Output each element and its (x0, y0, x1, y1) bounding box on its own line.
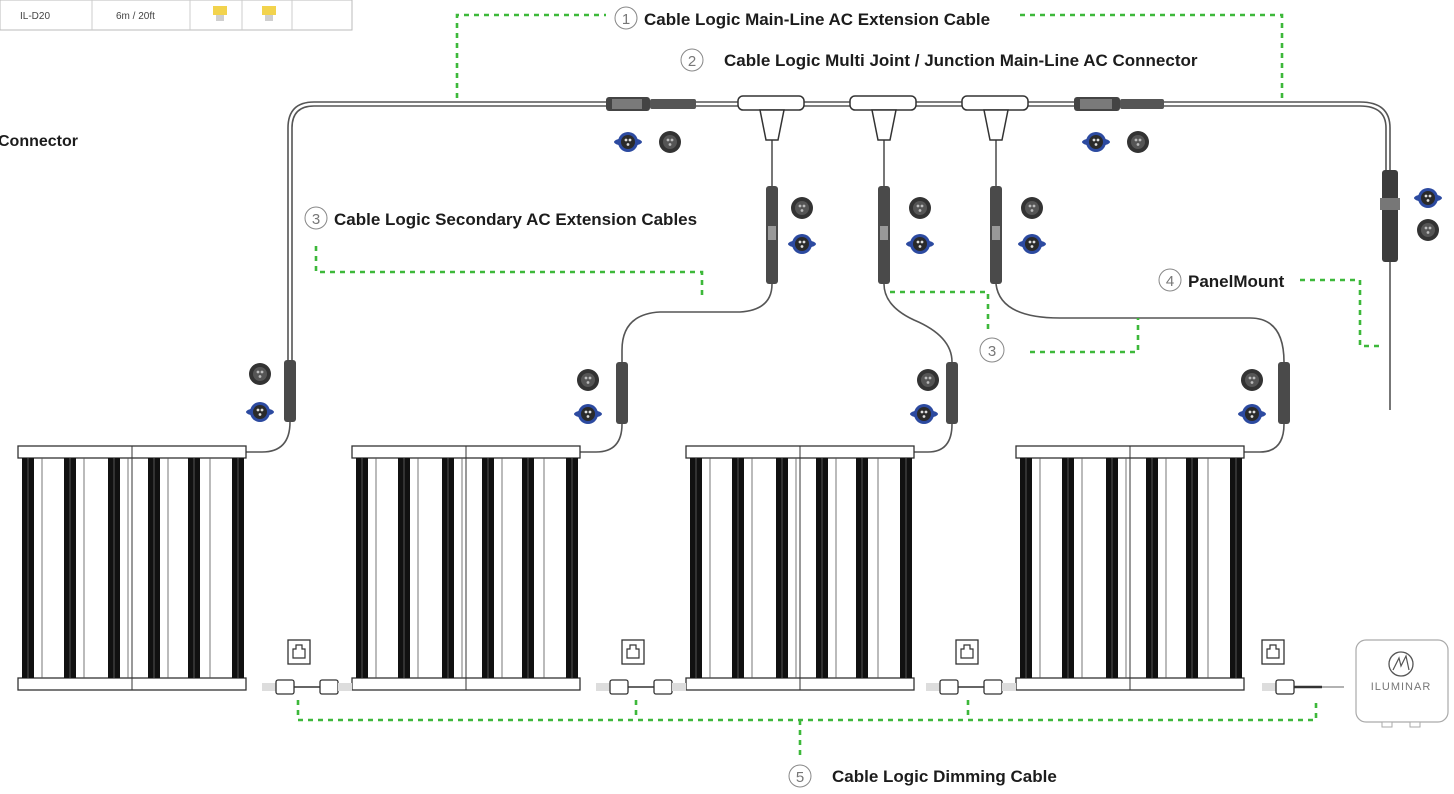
rj-port-icon (621, 639, 645, 665)
main-line-connector-right (1074, 97, 1164, 111)
rj-port-icon (955, 639, 979, 665)
ac-connector-female-icon (1018, 234, 1046, 254)
label-2-number: 2 (688, 53, 696, 70)
table-length-cell: 6m / 20ft (116, 11, 155, 22)
label-3a: 3 Cable Logic Secondary AC Extension Cab… (304, 206, 697, 230)
ac-connector-female-icon (246, 402, 274, 422)
ac-connector-female-icon (1082, 132, 1110, 152)
fixture-feed-cables (244, 421, 1285, 453)
junction-drops (621, 140, 1285, 363)
ac-connector-female-icon (574, 404, 602, 424)
t-junction-3 (961, 95, 1029, 141)
main-line-cable (287, 101, 1391, 410)
ac-connector-male-icon (1127, 131, 1149, 153)
label-3a-number: 3 (312, 211, 320, 228)
ac-connector-female-icon (614, 132, 642, 152)
label-2: 2 Cable Logic Multi Joint / Junction Mai… (680, 48, 1198, 72)
rj-port-icon (1261, 639, 1285, 665)
rj-port-icon (287, 639, 311, 665)
t-junction-1 (737, 95, 805, 141)
main-line-connector-left (606, 97, 696, 111)
label-5-text: Cable Logic Dimming Cable (832, 767, 1057, 786)
label-3b-number: 3 (988, 343, 996, 360)
label-1-text: Cable Logic Main-Line AC Extension Cable (644, 10, 990, 29)
controller-brand: ILUMINAR (1371, 681, 1432, 693)
t-junction-2 (849, 95, 917, 141)
led-fixture-3 (685, 445, 915, 691)
table-model-cell: IL-D20 (20, 11, 50, 22)
led-fixture-2 (351, 445, 581, 691)
ac-connector-male-icon (249, 363, 271, 385)
ac-connector-male-icon (791, 197, 813, 219)
ac-connector-male-icon (577, 369, 599, 391)
label-2-text: Cable Logic Multi Joint / Junction Main-… (724, 51, 1198, 70)
spec-table-fragment: IL-D20 6m / 20ft (0, 0, 353, 31)
label-1-number: 1 (622, 11, 630, 28)
label-3a-text: Cable Logic Secondary AC Extension Cable… (334, 210, 697, 229)
label-4: 4 PanelMount (1158, 268, 1285, 292)
plug-male-icon (213, 6, 227, 21)
label-4-text: PanelMount (1188, 272, 1285, 291)
ac-connector-male-icon (1241, 369, 1263, 391)
led-fixtures (17, 445, 1245, 691)
ac-connector-female-icon (906, 234, 934, 254)
dimming-cables (262, 679, 1344, 695)
ac-connector-male-icon (659, 131, 681, 153)
ac-connector-female-icon (788, 234, 816, 254)
leader-lines (296, 13, 1380, 760)
rj-ports (287, 639, 1285, 665)
plug-female-icon (262, 6, 276, 21)
led-fixture-4 (1015, 445, 1245, 691)
ac-connector-female-icon (910, 404, 938, 424)
ac-connector-male-icon (917, 369, 939, 391)
ac-connector-male-icon (1021, 197, 1043, 219)
label-5-number: 5 (796, 769, 804, 786)
ac-connector-male-icon (909, 197, 931, 219)
iluminar-controller: ILUMINAR (1355, 639, 1449, 728)
label-4-number: 4 (1166, 273, 1174, 290)
label-1: 1 Cable Logic Main-Line AC Extension Cab… (614, 6, 990, 30)
ac-connector-female-icon (1238, 404, 1266, 424)
ac-connector-male-icon (1417, 219, 1439, 241)
label-5: 5 Cable Logic Dimming Cable (788, 764, 1057, 788)
label-3b: 3 (979, 337, 1005, 363)
iluminar-logo-icon (1388, 651, 1414, 677)
led-fixture-1 (17, 445, 247, 691)
partial-connector-label: Connector (0, 133, 78, 150)
ac-connector-female-icon (1414, 188, 1442, 208)
inline-connectors (284, 170, 1400, 424)
